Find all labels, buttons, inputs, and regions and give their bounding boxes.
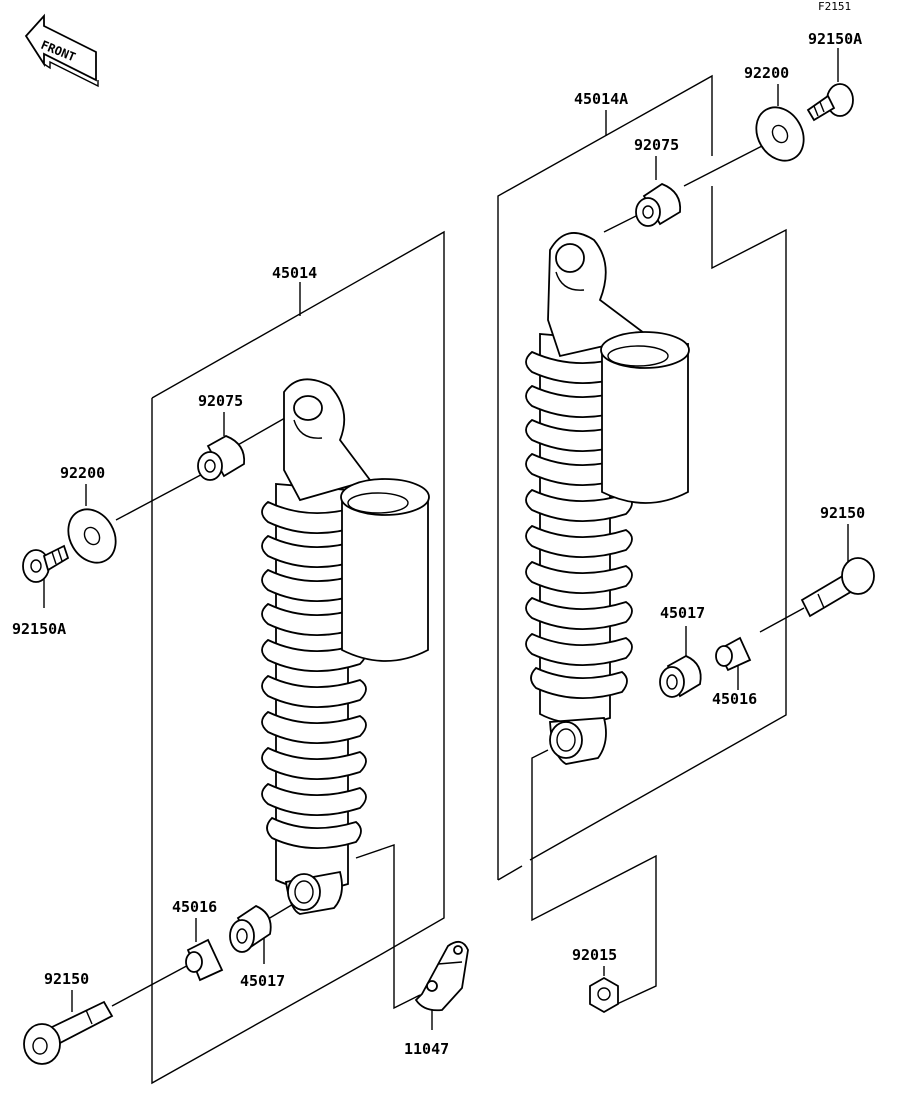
- washer-left: [67, 508, 117, 564]
- label-bolt-left: 92150: [44, 970, 89, 988]
- bolt-right: [800, 557, 875, 618]
- label-nut: 92015: [572, 946, 617, 964]
- sleeve-left: [185, 938, 224, 982]
- label-washer-left: 92200: [60, 464, 105, 482]
- label-sleeve-right: 45016: [712, 690, 757, 708]
- bolt-a-left: [22, 544, 70, 583]
- label-shock-left: 45014: [272, 264, 317, 282]
- shock-absorber-left: [261, 378, 430, 915]
- diagram-code: F2151: [818, 0, 851, 13]
- shock-absorber-right: [525, 232, 690, 765]
- label-bolt-a-left: 92150A: [12, 620, 66, 638]
- label-bolt-a-right: 92150A: [808, 30, 862, 48]
- bushing-lower-right: [659, 654, 702, 698]
- label-washer-right: 92200: [744, 64, 789, 82]
- right-assembly-frame: [497, 74, 787, 1011]
- leader-lines-right: [603, 48, 849, 976]
- front-arrow-icon: FRONT: [24, 13, 99, 88]
- nut: [589, 976, 619, 1014]
- bushing-lower-left: [229, 904, 272, 953]
- bushing-upper-right: [635, 182, 682, 227]
- label-bushing-lower-left: 45017: [240, 972, 285, 990]
- bushing-upper-left: [197, 435, 246, 481]
- spring-coils-left: [261, 500, 367, 849]
- label-bolt-right: 92150: [820, 504, 865, 522]
- label-bracket: 11047: [404, 1040, 449, 1058]
- bolt-a-right: [806, 83, 854, 122]
- label-bushing-lower-right: 45017: [660, 604, 705, 622]
- sleeve-right: [715, 636, 752, 672]
- label-shock-right: 45014A: [574, 90, 628, 108]
- bracket: [414, 940, 469, 1012]
- label-sleeve-left: 45016: [172, 898, 217, 916]
- washer-right: [755, 106, 805, 162]
- left-assembly-frame: [151, 230, 445, 1085]
- label-bushing-upper-right: 92075: [634, 136, 679, 154]
- bolt-left: [23, 1000, 114, 1065]
- label-bushing-upper-left: 92075: [198, 392, 243, 410]
